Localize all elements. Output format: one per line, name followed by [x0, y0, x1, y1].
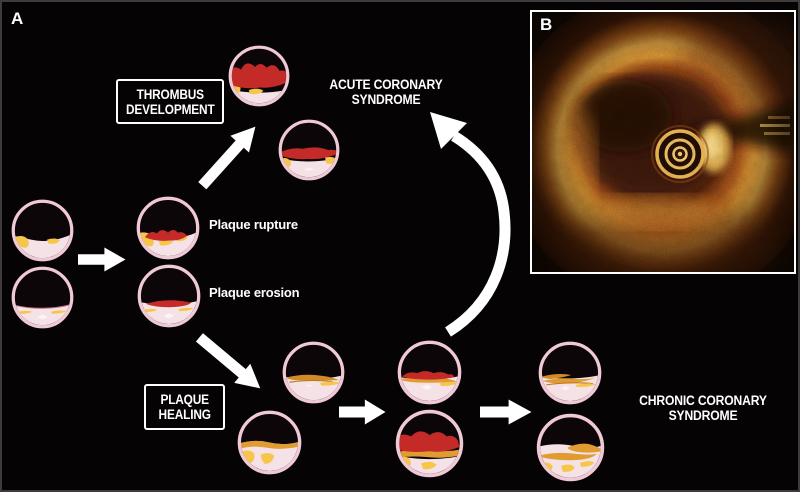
oct-image: [504, 2, 798, 305]
thrombus-development-line2: DEVELOPMENT: [125, 101, 215, 117]
arrow-normal-to-event-icon: [78, 247, 126, 272]
plaque-rupture-label: Plaque rupture: [209, 217, 298, 232]
vessel-multilayer-thick: [536, 413, 605, 482]
vessel-healed-erosion: [282, 341, 345, 404]
vessel-normal-mild-plaque: [11, 266, 74, 329]
vessel-healed-rupture: [237, 410, 302, 475]
panel-b-label: B: [540, 15, 553, 34]
arrow-healing-step2-icon: [480, 399, 532, 425]
vessel-healed-recurrent-large: [395, 409, 464, 478]
vessel-multilayer-thin: [538, 341, 602, 405]
arrow-healing-step1-icon: [339, 399, 386, 425]
vessel-plaque-erosion: [137, 264, 201, 328]
acute-coronary-syndrome-label: ACUTE CORONARY SYNDROME: [323, 77, 449, 107]
chronic-coronary-syndrome-label: CHRONIC CORONARY SYNDROME: [636, 393, 771, 423]
vessel-plaque-rupture: [136, 196, 200, 260]
plaque-healing-line2: HEALING: [158, 407, 211, 422]
plaque-healing-line1: PLAQUE: [160, 392, 209, 407]
vessel-healed-recurrent-mural: [397, 340, 462, 405]
arrow-erosion-to-healing-icon: [195, 333, 261, 389]
arrow-rupture-to-thrombus-icon: [198, 126, 256, 190]
acute-line1: ACUTE CORONARY: [329, 77, 443, 92]
chronic-line1: CHRONIC CORONARY: [639, 393, 767, 408]
oct-image-panel: B: [504, 2, 798, 305]
panel-a-label: A: [11, 9, 24, 28]
thrombus-development-line1: THROMBUS: [136, 86, 204, 102]
arrow-curved-to-acute-icon: [430, 112, 511, 337]
thrombus-development-box: THROMBUS DEVELOPMENT: [116, 79, 224, 124]
vessel-thrombus-mural: [278, 119, 340, 181]
acute-line2: SYNDROME: [351, 91, 421, 107]
vessel-thrombus-occlusive: [228, 45, 290, 107]
plaque-erosion-label: Plaque erosion: [209, 285, 300, 300]
chronic-line2: SYNDROME: [668, 407, 738, 423]
plaque-healing-box: PLAQUE HEALING: [144, 384, 225, 430]
vessel-normal-lipid-rich: [11, 199, 74, 262]
